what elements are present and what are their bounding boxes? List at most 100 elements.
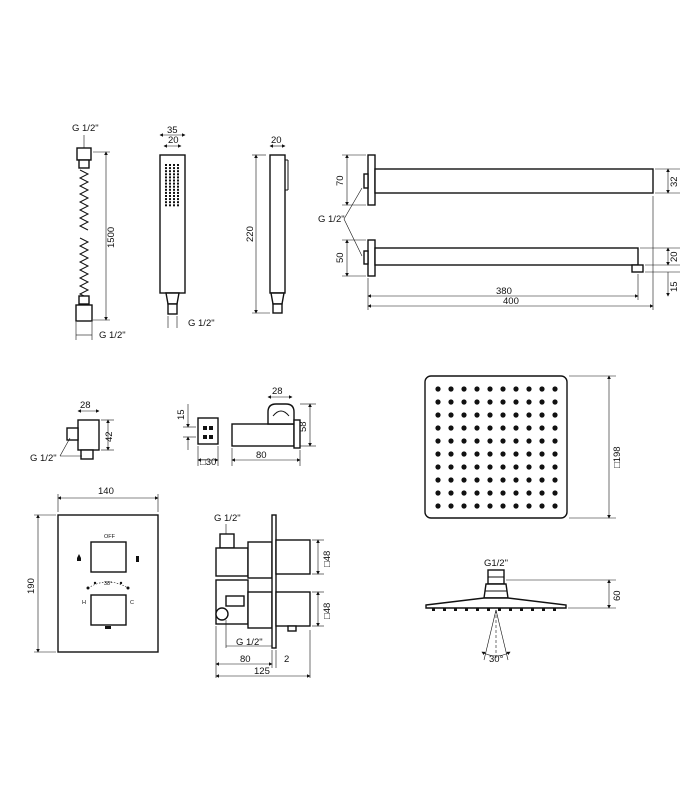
head-shower-side-nozzle: [520, 608, 523, 611]
lower-arm-outlet: [631, 264, 644, 273]
hand-shower-side-drawing: 20 220: [245, 135, 289, 314]
head-shower-side-nozzle: [443, 608, 446, 611]
lower-knob-side[interactable]: [275, 591, 311, 627]
head-shower-nozzle: [526, 451, 532, 457]
head-shower-nozzle: [552, 425, 558, 431]
lower-knob-label: □48: [322, 603, 333, 619]
hand-shower-nozzle: [173, 191, 175, 194]
hand-shower-nozzle: [173, 176, 175, 179]
hose-bottom-nut: [75, 304, 93, 322]
head-shower-nozzle: [500, 425, 506, 431]
hand-shower-nozzle: [177, 176, 179, 179]
hand-shower-nozzle: [165, 201, 167, 204]
hand-shower-nozzle: [169, 179, 171, 182]
hand-shower-connector: [167, 303, 178, 315]
head-shower-nozzle: [539, 503, 545, 509]
upper-tube-label: 32: [669, 176, 680, 187]
head-shower-nozzle: [526, 386, 532, 392]
head-shower-nozzle: [500, 412, 506, 418]
holder-side-arm: [231, 423, 295, 447]
hand-shower-side-neck: [270, 292, 285, 305]
hand-shower-nozzle: [173, 185, 175, 188]
head-shower-nozzle: [474, 464, 480, 470]
head-shower-side-nozzles: [432, 608, 556, 611]
holder-screw-hole-bottom: [203, 435, 207, 439]
hand-shower-nozzle: [173, 198, 175, 201]
hand-shower-height-label: 220: [245, 226, 256, 242]
head-shower-side-nozzle: [465, 608, 468, 611]
hand-shower-nozzle: [169, 164, 171, 166]
head-shower-nozzle: [487, 425, 493, 431]
upper-knob-side[interactable]: [275, 539, 311, 575]
hand-shower-nozzle: [169, 167, 171, 170]
head-shower-nozzle: [448, 451, 454, 457]
hand-shower-nozzle: [177, 170, 179, 173]
head-shower-nozzle: [435, 464, 441, 470]
lower-tip-label: 15: [669, 281, 680, 292]
head-shower-nozzle: [461, 490, 467, 496]
arm-length-outer-label: 400: [503, 296, 519, 307]
head-shower-nozzle: [500, 451, 506, 457]
upper-flange-label: 70: [335, 175, 346, 186]
thermostat-knob[interactable]: [90, 594, 127, 626]
head-shower-nozzle: [552, 399, 558, 405]
mixer-plate: [57, 514, 159, 653]
mixer-body-drawing: G 1/2" □48 □48 G 1/2" 80 2 125: [214, 513, 333, 678]
hand-shower-side-handle: [269, 154, 286, 294]
holder-screw-hole-top: [203, 426, 207, 430]
hand-shower-nozzle: [177, 191, 179, 194]
hand-shower-nozzle: [177, 198, 179, 201]
head-shower-nozzle: [526, 503, 532, 509]
hand-shower-nozzle: [165, 204, 167, 207]
elbow-width-label: 28: [80, 400, 91, 411]
holder-side-height-label: 58: [298, 421, 309, 432]
holder-front-plate: [197, 417, 219, 445]
hose-length-label: 1500: [106, 227, 117, 248]
hand-shower-nozzle: [165, 179, 167, 182]
hand-shower-nozzle: [173, 182, 175, 185]
hand-shower-nozzle: [169, 173, 171, 176]
head-shower-nozzle: [487, 477, 493, 483]
head-shower-nozzle: [539, 386, 545, 392]
mixer-thread-bottom-label: G 1/2": [236, 637, 263, 648]
hand-shower-nozzle: [165, 173, 167, 176]
head-shower-nozzle: [539, 425, 545, 431]
diverter-knob[interactable]: [90, 541, 127, 573]
head-shower-nozzle: [448, 464, 454, 470]
head-shower-symbol-icon: [136, 556, 139, 562]
hand-shower-nozzle: [177, 204, 179, 207]
hand-shower-nozzle: [177, 182, 179, 185]
hand-shower-nozzle: [169, 195, 171, 197]
head-shower-nozzle: [552, 477, 558, 483]
head-shower-nozzle: [448, 477, 454, 483]
upper-arm-tube: [374, 168, 654, 194]
head-shower-nozzle: [474, 477, 480, 483]
hand-shower-nozzle: [173, 188, 175, 191]
head-shower-nozzle: [448, 386, 454, 392]
hand-shower-nozzle: [165, 195, 167, 197]
lower-arm-inlet: [363, 250, 369, 265]
head-shower-nozzle: [513, 438, 519, 444]
head-shower-nozzle: [487, 464, 493, 470]
head-shower-nozzle: [513, 425, 519, 431]
head-shower-nozzle: [461, 386, 467, 392]
hose-top-nut: [76, 147, 92, 161]
head-shower-square-label: □198: [612, 446, 623, 468]
hose-upper-coil: [78, 169, 90, 231]
head-shower-nozzle: [435, 399, 441, 405]
mixer-plate-height-label: 190: [26, 578, 37, 594]
head-shower-nozzle: [461, 464, 467, 470]
head-shower-nozzle: [539, 412, 545, 418]
holder-side-width-label: 28: [272, 386, 283, 397]
hose-lower-coil: [78, 237, 90, 307]
head-shower-nozzle: [500, 386, 506, 392]
holder-front-drawing: 15 □30: [176, 404, 219, 468]
hand-shower-nozzle: [165, 170, 167, 173]
hand-shower-nozzle: [165, 191, 167, 194]
elbow-side-inlet: [66, 427, 79, 441]
head-shower-side-nozzle: [487, 608, 490, 611]
head-shower-nozzle: [552, 490, 558, 496]
head-shower-nozzle: [487, 438, 493, 444]
head-shower-nozzle: [435, 386, 441, 392]
head-shower-nozzle: [500, 464, 506, 470]
